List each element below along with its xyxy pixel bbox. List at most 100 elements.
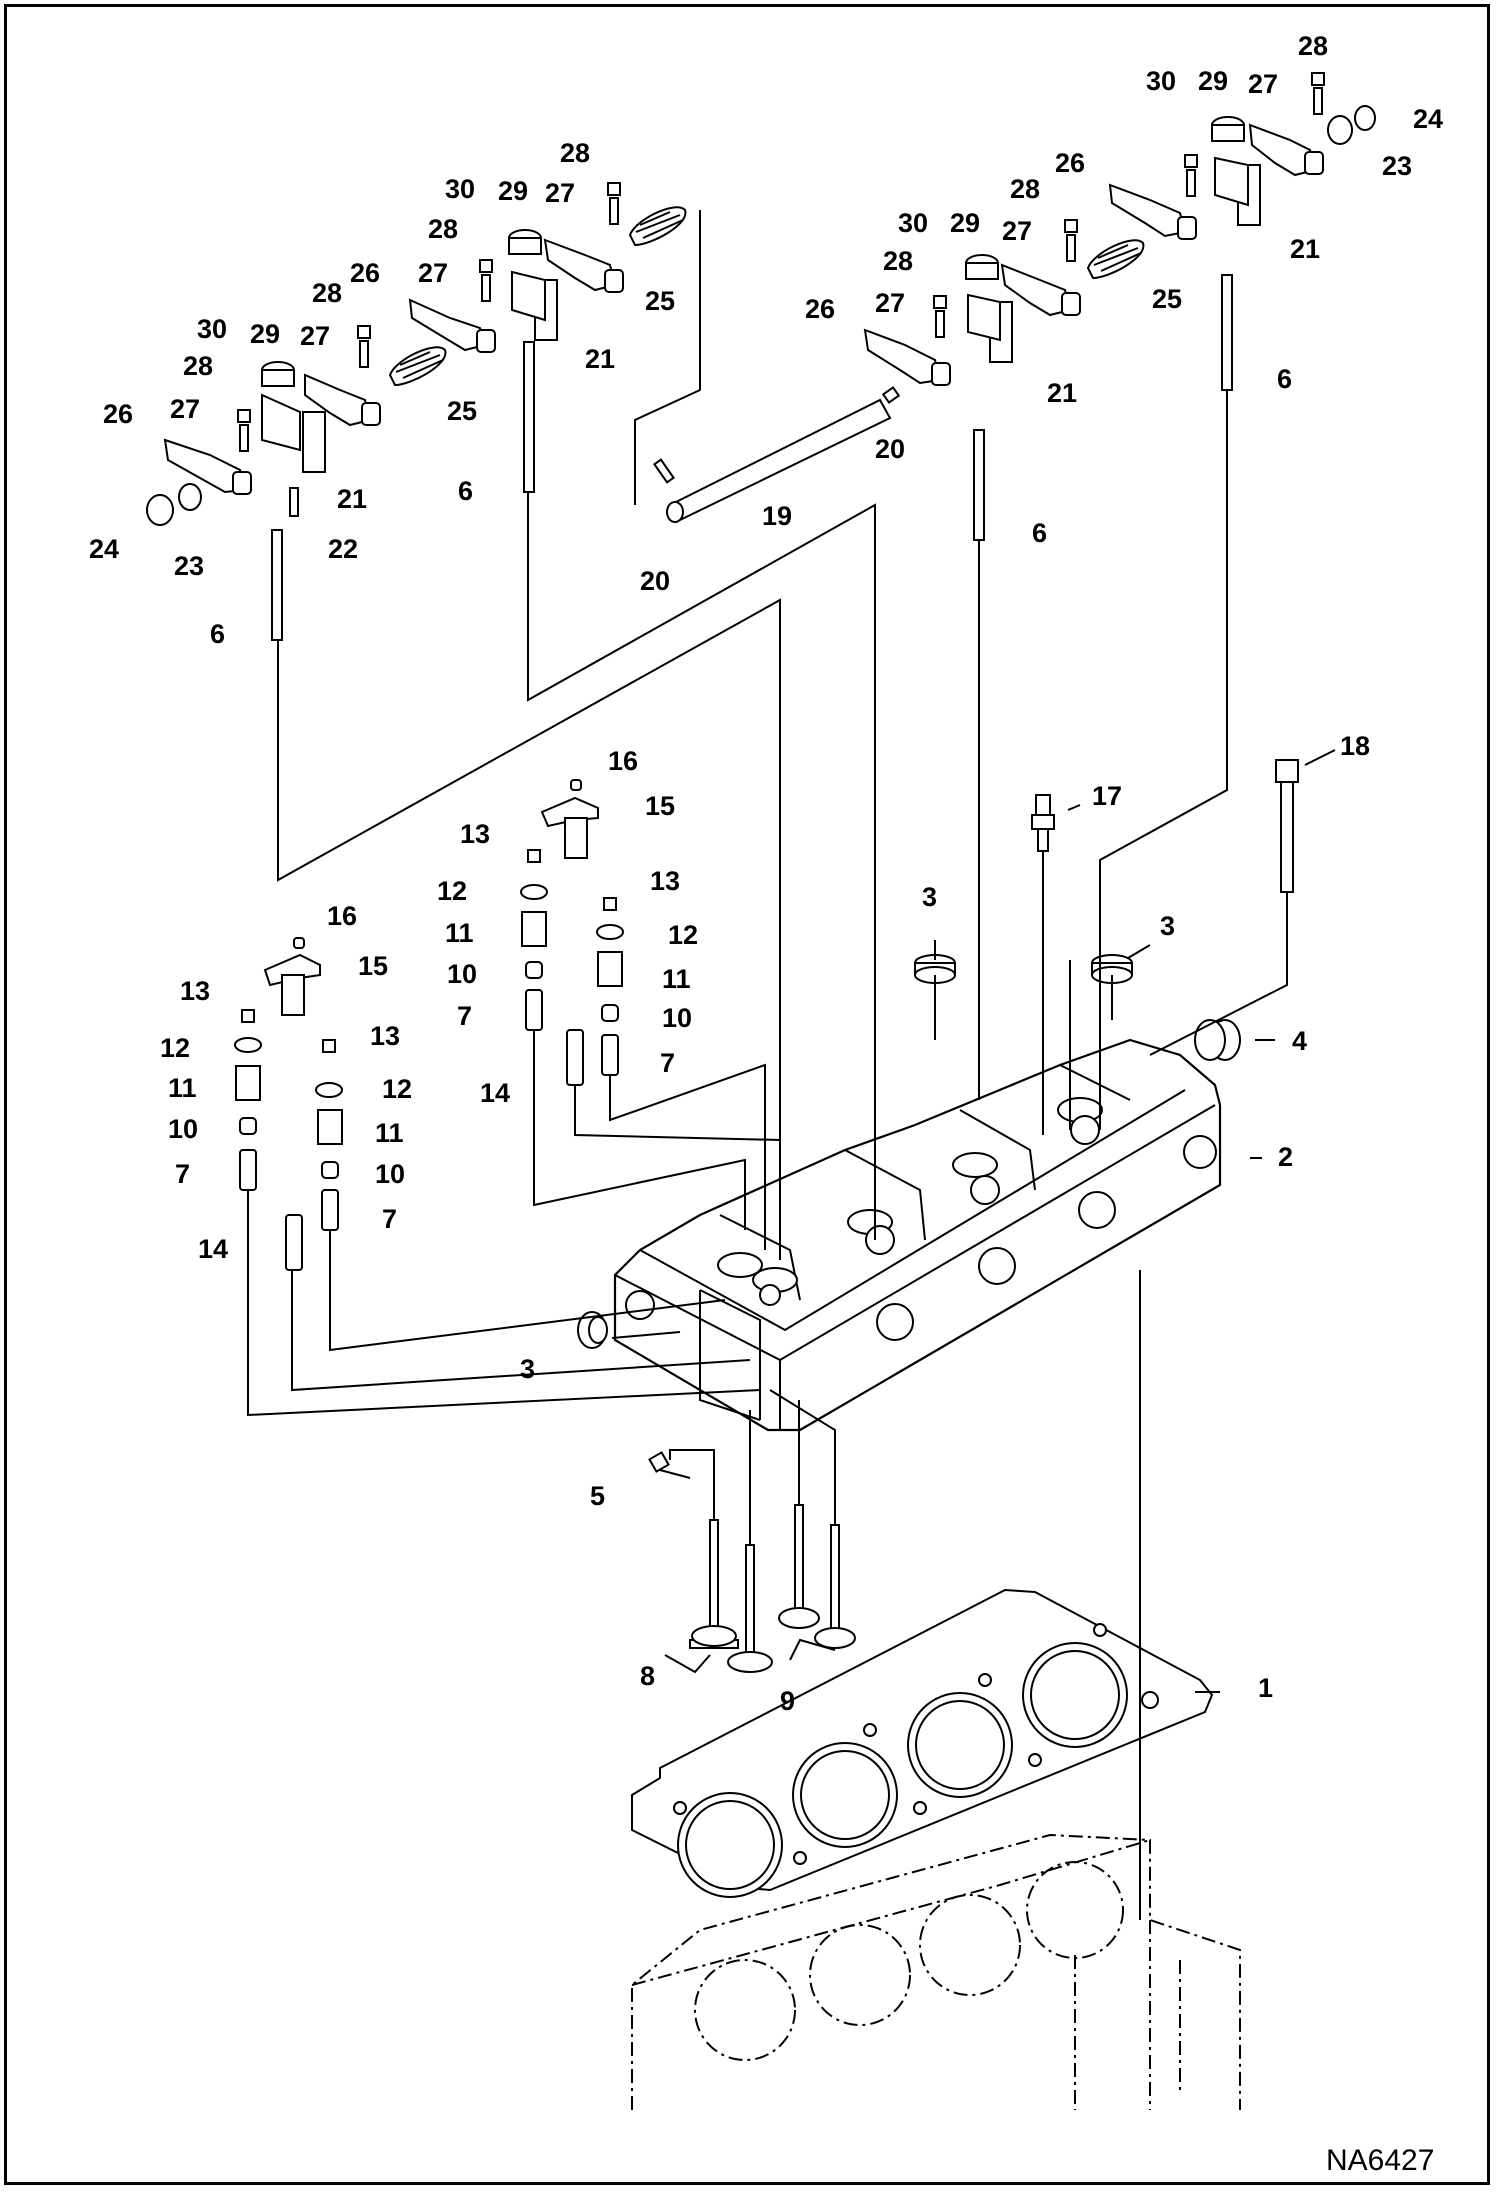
label-28: 28	[428, 214, 458, 244]
label-27: 27	[418, 258, 448, 288]
label-10: 10	[375, 1159, 405, 1189]
label-12: 12	[160, 1033, 190, 1063]
label-4: 4	[1292, 1026, 1307, 1056]
label-24: 24	[1413, 104, 1443, 134]
label-10: 10	[662, 1003, 692, 1033]
label-15: 15	[358, 951, 388, 981]
label-28: 28	[312, 278, 342, 308]
label-2: 2	[1278, 1142, 1293, 1172]
label-9: 9	[780, 1686, 795, 1716]
label-23: 23	[174, 551, 204, 581]
label-7: 7	[660, 1048, 675, 1078]
label-29: 29	[950, 208, 980, 238]
label-14: 14	[480, 1078, 510, 1108]
label-15: 15	[645, 791, 675, 821]
label-21: 21	[1290, 234, 1320, 264]
label-20: 20	[875, 434, 905, 464]
leader-lines	[247, 210, 1336, 1920]
rocker-shaft	[653, 386, 901, 523]
label-3: 3	[520, 1354, 535, 1384]
label-30: 30	[898, 208, 928, 238]
label-3: 3	[922, 882, 937, 912]
label-22: 22	[328, 534, 358, 564]
label-28: 28	[1298, 31, 1328, 61]
exhaust-valves	[778, 1504, 856, 1649]
label-24: 24	[89, 534, 119, 564]
head-gasket	[631, 1588, 1214, 1898]
label-7: 7	[457, 1001, 472, 1031]
label-30: 30	[197, 314, 227, 344]
label-26: 26	[805, 294, 835, 324]
label-11: 11	[375, 1118, 404, 1148]
label-14: 14	[198, 1234, 228, 1264]
label-1: 1	[1258, 1673, 1273, 1703]
label-27: 27	[1002, 216, 1032, 246]
label-5: 5	[590, 1481, 605, 1511]
label-13: 13	[650, 866, 680, 896]
label-25: 25	[447, 396, 477, 426]
label-27: 27	[875, 288, 905, 318]
label-28: 28	[183, 351, 213, 381]
rocker-assembly-left	[146, 325, 447, 641]
label-19: 19	[762, 501, 792, 531]
label-12: 12	[668, 920, 698, 950]
label-11: 11	[662, 964, 691, 994]
label-30: 30	[445, 174, 475, 204]
label-25: 25	[645, 286, 675, 316]
label-13: 13	[370, 1021, 400, 1051]
label-30: 30	[1146, 66, 1176, 96]
drawing-reference-number: NA6427	[1326, 2144, 1434, 2177]
intake-valves	[689, 1519, 773, 1673]
label-11: 11	[168, 1073, 197, 1103]
label-11: 11	[445, 918, 474, 948]
label-27: 27	[170, 394, 200, 424]
expansion-plug-top-a	[914, 954, 956, 984]
valve-train-left-b	[520, 779, 624, 1086]
label-28: 28	[883, 246, 913, 276]
rocker-assembly-right-b	[1108, 72, 1376, 391]
label-7: 7	[175, 1159, 190, 1189]
label-12: 12	[382, 1074, 412, 1104]
label-10: 10	[447, 959, 477, 989]
label-26: 26	[1055, 148, 1085, 178]
label-8: 8	[640, 1661, 655, 1691]
cylinder-head	[613, 1038, 1222, 1432]
label-25: 25	[1152, 284, 1182, 314]
label-6: 6	[1032, 518, 1047, 548]
label-17: 17	[1092, 781, 1122, 811]
label-16: 16	[608, 746, 638, 776]
label-28: 28	[560, 138, 590, 168]
valve-train-left-a	[234, 937, 343, 1271]
expansion-plug-left	[577, 1311, 608, 1349]
plug-5	[648, 1451, 670, 1473]
rocker-assembly-right-a	[863, 219, 1145, 541]
label-16: 16	[327, 901, 357, 931]
plug-4	[1194, 1019, 1241, 1061]
drawing-frame	[4, 4, 1490, 2185]
label-27: 27	[1248, 69, 1278, 99]
label-18: 18	[1340, 731, 1370, 761]
label-29: 29	[498, 176, 528, 206]
head-bolt	[1275, 759, 1299, 893]
label-20: 20	[640, 566, 670, 596]
label-7: 7	[382, 1204, 397, 1234]
label-13: 13	[180, 976, 210, 1006]
label-21: 21	[585, 344, 615, 374]
injector-fitting	[1031, 794, 1055, 852]
label-6: 6	[210, 619, 225, 649]
rocker-assembly-left-b	[408, 182, 687, 493]
label-21: 21	[1047, 378, 1077, 408]
label-28: 28	[1010, 174, 1040, 204]
label-23: 23	[1382, 151, 1412, 181]
label-6: 6	[458, 476, 473, 506]
label-10: 10	[168, 1114, 198, 1144]
label-3: 3	[1160, 911, 1175, 941]
label-29: 29	[250, 319, 280, 349]
label-6: 6	[1277, 364, 1292, 394]
cylinder-block-outline	[631, 1833, 1241, 2110]
label-27: 27	[300, 321, 330, 351]
label-13: 13	[460, 819, 490, 849]
label-21: 21	[337, 484, 367, 514]
label-29: 29	[1198, 66, 1228, 96]
